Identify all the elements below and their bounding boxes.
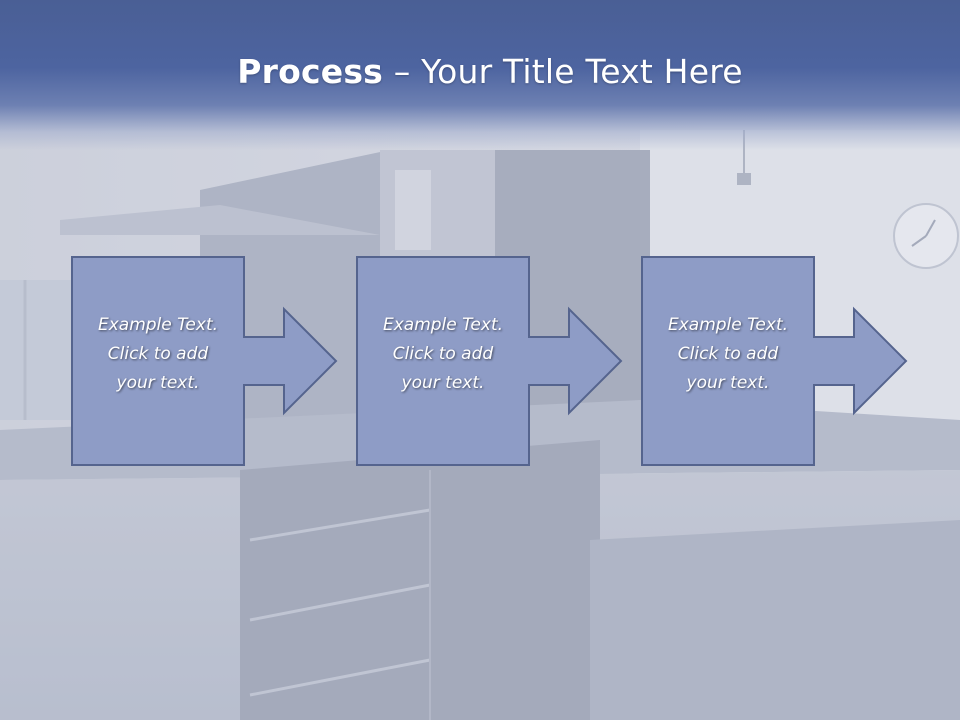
step-text[interactable]: Example Text. Click to add your text. xyxy=(357,311,529,398)
right-arrow-icon xyxy=(71,256,338,466)
step-line-2: Click to add xyxy=(677,344,779,364)
step-line-3: your text. xyxy=(116,373,200,393)
title-rest: – Your Title Text Here xyxy=(383,52,743,91)
step-line-3: your text. xyxy=(686,373,770,393)
process-step-2[interactable]: Example Text. Click to add your text. xyxy=(356,256,627,467)
title-bold: Process xyxy=(237,52,384,91)
title-band xyxy=(0,0,960,150)
step-line-1: Example Text. xyxy=(667,315,789,335)
step-text[interactable]: Example Text. Click to add your text. xyxy=(72,311,244,398)
right-arrow-icon xyxy=(356,256,623,466)
process-step-3[interactable]: Example Text. Click to add your text. xyxy=(641,256,912,467)
step-line-2: Click to add xyxy=(107,344,209,364)
step-text[interactable]: Example Text. Click to add your text. xyxy=(642,311,814,398)
step-line-1: Example Text. xyxy=(97,315,219,335)
right-arrow-icon xyxy=(641,256,908,466)
slide-title[interactable]: Process – Your Title Text Here xyxy=(0,52,960,91)
step-line-1: Example Text. xyxy=(382,315,504,335)
step-line-3: your text. xyxy=(401,373,485,393)
process-step-1[interactable]: Example Text. Click to add your text. xyxy=(71,256,342,467)
step-line-2: Click to add xyxy=(392,344,494,364)
